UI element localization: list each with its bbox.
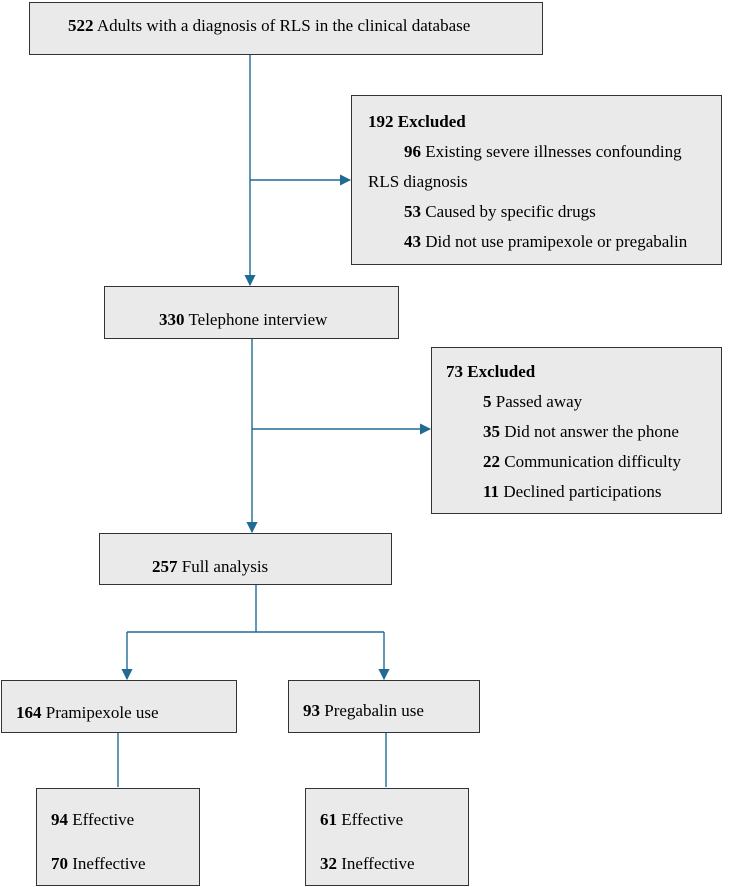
pramipexole-outcomes-box: 94 Effective 70 Ineffective — [36, 788, 200, 886]
analysis-box: 257 Full analysis — [99, 533, 392, 585]
database-count: 522 — [68, 16, 94, 35]
interview-count: 330 — [159, 310, 185, 329]
reason-text: Caused by specific drugs — [425, 202, 596, 221]
analysis-text: Full analysis — [181, 557, 269, 576]
outcome-text: Effective — [341, 810, 404, 829]
pramipexole-count: 164 — [16, 703, 42, 722]
excluded1-reason-continuation: RLS diagnosis — [368, 172, 468, 192]
reason-text-continued: RLS diagnosis — [368, 172, 468, 191]
database-text: Adults with a diagnosis of RLS in the cl… — [96, 16, 471, 35]
analysis-count: 257 — [152, 557, 178, 576]
outcome-text: Ineffective — [341, 854, 415, 873]
reason-count: 5 — [483, 392, 492, 411]
pramipexole-label: 164 Pramipexole use — [16, 703, 159, 723]
excluded2-reason: 5 Passed away — [483, 392, 582, 412]
excluded1-count: 192 — [368, 112, 394, 131]
analysis-label: 257 Full analysis — [152, 557, 268, 577]
reason-text: Did not use pramipexole or pregabalin — [425, 232, 688, 251]
outcome-text: Effective — [72, 810, 135, 829]
excluded2-reason: 22 Communication difficulty — [483, 452, 681, 472]
interview-box: 330 Telephone interview — [104, 286, 399, 339]
pregabalin-outcomes-box: 61 Effective 32 Ineffective — [305, 788, 469, 886]
database-box: 522 Adults with a diagnosis of RLS in th… — [29, 2, 543, 55]
reason-count: 96 — [404, 142, 421, 161]
outcome-effective: 94 Effective — [51, 810, 134, 830]
excluded2-reason: 11 Declined participations — [483, 482, 661, 502]
excluded2-box: 73 Excluded 5 Passed away 35 Did not ans… — [431, 347, 722, 514]
reason-count: 53 — [404, 202, 421, 221]
reason-text: Passed away — [495, 392, 583, 411]
interview-label: 330 Telephone interview — [159, 310, 327, 330]
reason-count: 11 — [483, 482, 500, 501]
outcome-count: 32 — [320, 854, 337, 873]
reason-text: Communication difficulty — [504, 452, 681, 471]
reason-text: Existing severe illnesses confounding — [425, 142, 682, 161]
excluded2-count: 73 — [446, 362, 463, 381]
excluded2-header: 73 Excluded — [446, 362, 535, 382]
excluded1-reason: 53 Caused by specific drugs — [404, 202, 596, 222]
database-label: 522 Adults with a diagnosis of RLS in th… — [68, 16, 470, 36]
pregabalin-label: 93 Pregabalin use — [303, 701, 424, 721]
outcome-ineffective: 70 Ineffective — [51, 854, 146, 874]
excluded1-header: 192 Excluded — [368, 112, 466, 132]
outcome-text: Ineffective — [72, 854, 146, 873]
pramipexole-box: 164 Pramipexole use — [1, 680, 237, 733]
outcome-count: 70 — [51, 854, 68, 873]
pregabalin-count: 93 — [303, 701, 320, 720]
excluded2-reason: 35 Did not answer the phone — [483, 422, 679, 442]
reason-count: 35 — [483, 422, 500, 441]
excluded2-title: Excluded — [467, 362, 536, 381]
reason-text: Declined participations — [503, 482, 662, 501]
excluded1-reason: 96 Existing severe illnesses confounding — [404, 142, 682, 162]
reason-text: Did not answer the phone — [504, 422, 679, 441]
outcome-effective: 61 Effective — [320, 810, 403, 830]
outcome-count: 94 — [51, 810, 68, 829]
interview-text: Telephone interview — [188, 310, 328, 329]
reason-count: 22 — [483, 452, 500, 471]
pregabalin-box: 93 Pregabalin use — [288, 680, 480, 733]
pregabalin-text: Pregabalin use — [324, 701, 424, 720]
excluded1-title: Excluded — [397, 112, 466, 131]
outcome-count: 61 — [320, 810, 337, 829]
excluded1-reason: 43 Did not use pramipexole or pregabalin — [404, 232, 687, 252]
outcome-ineffective: 32 Ineffective — [320, 854, 415, 874]
pramipexole-text: Pramipexole use — [45, 703, 159, 722]
excluded1-box: 192 Excluded 96 Existing severe illnesse… — [351, 95, 722, 265]
reason-count: 43 — [404, 232, 421, 251]
